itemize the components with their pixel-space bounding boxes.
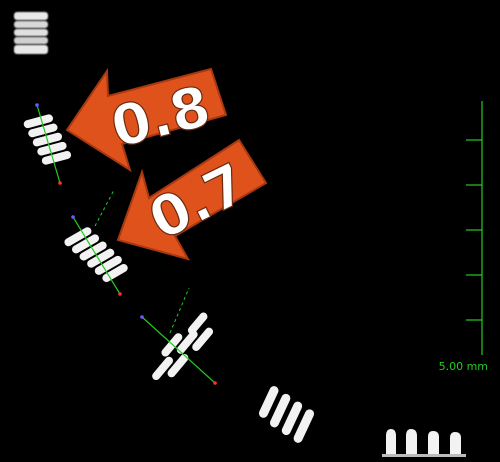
annotation-label-0-8: 0.8 <box>105 74 217 161</box>
implant-top-left <box>14 12 48 54</box>
implant-measured-1[interactable] <box>23 103 72 185</box>
measurement-start-point-3[interactable] <box>140 315 144 319</box>
implant-bottom-right <box>382 429 466 457</box>
measurement-axis-2[interactable] <box>72 216 121 295</box>
implant-bottom-tilted <box>258 386 315 443</box>
arrow-shape <box>65 67 228 173</box>
implant-measured-3[interactable] <box>140 287 220 389</box>
measurement-start-point-2[interactable] <box>71 215 75 219</box>
measurement-extension-3 <box>169 287 190 334</box>
measurement-axis-3[interactable] <box>141 316 216 384</box>
measurement-end-point-3[interactable] <box>213 381 217 385</box>
implant-measured-2[interactable] <box>63 189 129 296</box>
scale-bar: 5.00 mm <box>439 101 488 373</box>
measurement-extension-2 <box>94 189 115 227</box>
measurement-end-point-1[interactable] <box>58 181 62 185</box>
measurement-start-point-1[interactable] <box>35 103 39 107</box>
annotation-arrow-0-7[interactable]: 0.7 <box>116 138 268 261</box>
measurement-end-point-2[interactable] <box>118 292 122 296</box>
annotation-arrow-0-8[interactable]: 0.8 <box>65 67 228 173</box>
arrow-shape <box>116 138 268 261</box>
measurement-axis-1[interactable] <box>36 104 61 184</box>
scale-bar-label: 5.00 mm <box>439 360 488 373</box>
